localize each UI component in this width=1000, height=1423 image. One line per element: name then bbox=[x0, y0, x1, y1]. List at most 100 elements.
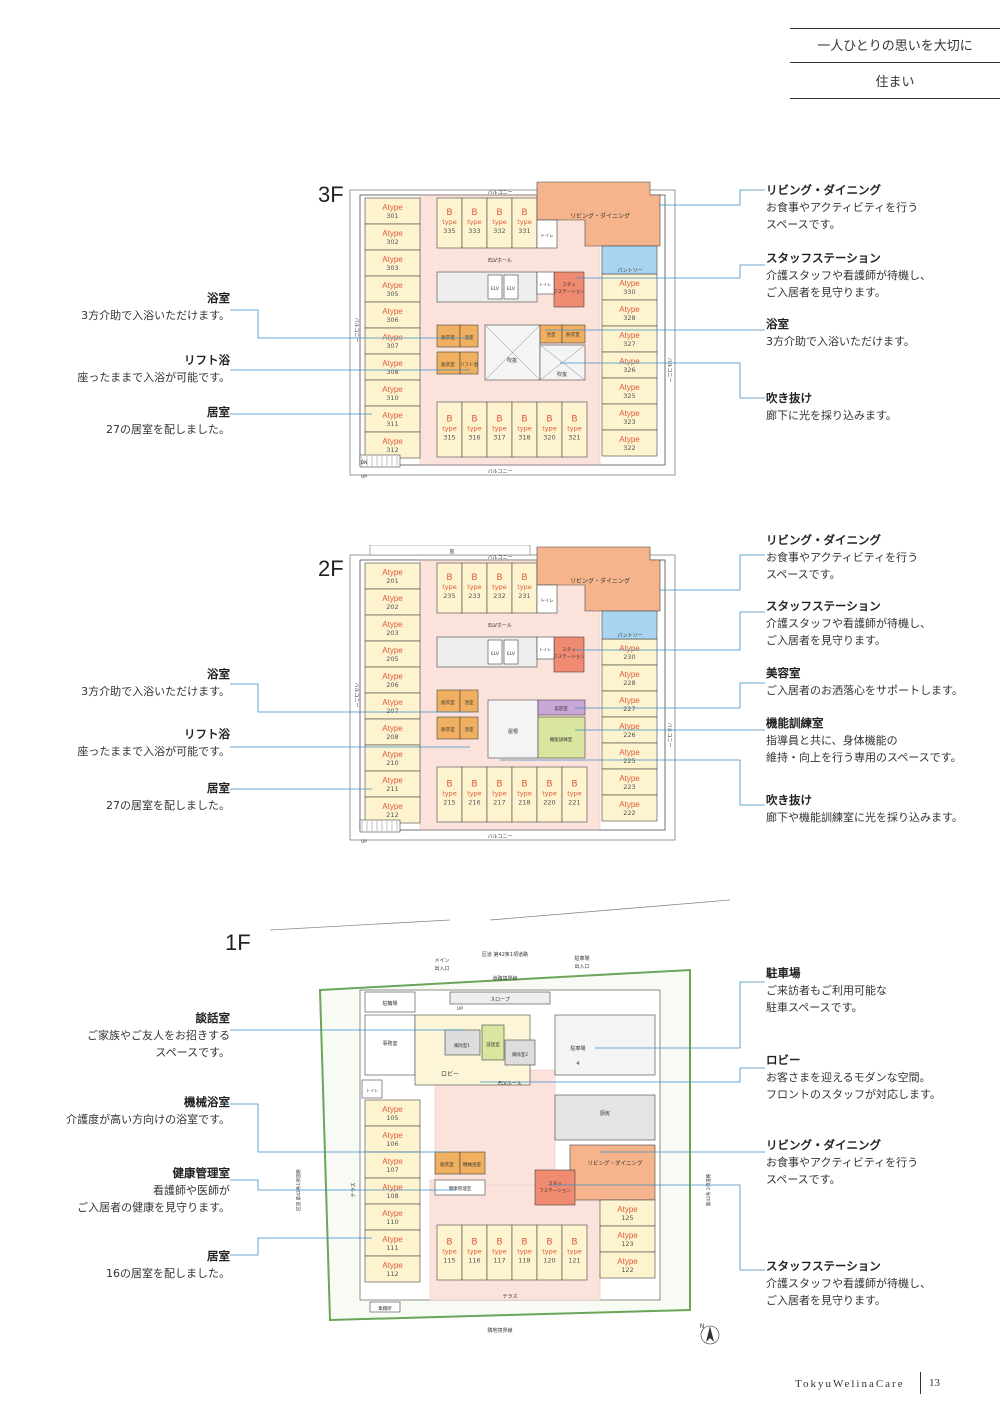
elevator bbox=[503, 274, 519, 300]
room-number: 203 bbox=[386, 629, 398, 637]
bath-label: 浴室 bbox=[547, 331, 556, 338]
b-type-word: type bbox=[517, 1248, 532, 1256]
toilet-label: トイレ bbox=[539, 647, 551, 652]
a-type-room bbox=[364, 1177, 421, 1205]
b-type-word: type bbox=[542, 1248, 557, 1256]
room-number: 312 bbox=[386, 446, 398, 454]
a-type-room bbox=[601, 638, 658, 666]
room-number: 120 bbox=[543, 1257, 555, 1265]
callout-2f-living: リビング・ダイニング お食事やアクティビティを行う スペースです。 bbox=[766, 533, 919, 581]
b-type-letter: B bbox=[446, 573, 452, 583]
b-type-word: type bbox=[492, 790, 507, 798]
room-number: 331 bbox=[518, 227, 530, 235]
staff-label: フステーション bbox=[553, 289, 585, 295]
a-type-label: Atype bbox=[382, 568, 403, 577]
b-type-word: type bbox=[492, 1248, 507, 1256]
a-type-label: Atype bbox=[382, 307, 403, 316]
a-type-room bbox=[364, 796, 421, 824]
room-number: 108 bbox=[386, 1192, 398, 1200]
office-label: 事務室 bbox=[382, 1040, 397, 1047]
a-type-label: Atype bbox=[382, 750, 403, 759]
dressing-room bbox=[561, 324, 586, 344]
slope-label: スロープ bbox=[490, 997, 510, 1003]
callout-2f-bath: 浴室 3方介助で入浴いただけます。 bbox=[81, 667, 230, 698]
a-type-room bbox=[364, 562, 421, 590]
staff-label: スタッ bbox=[562, 646, 576, 653]
b-type-letter: B bbox=[521, 1238, 527, 1248]
staff-label: スタッ bbox=[562, 281, 576, 288]
a-type-room bbox=[364, 197, 421, 225]
dressing-label: 脱衣室 bbox=[441, 699, 455, 706]
balcony-label: バルコニー bbox=[488, 555, 513, 561]
b-type-word: type bbox=[442, 425, 457, 433]
a-type-label: Atype bbox=[619, 748, 640, 757]
dressing-label: 脱衣室 bbox=[441, 361, 455, 368]
a-type-label: Atype bbox=[619, 279, 640, 288]
room-number: 202 bbox=[386, 603, 398, 611]
a-type-room bbox=[364, 614, 421, 642]
room-number: 205 bbox=[386, 655, 398, 663]
elv-label: ELV bbox=[507, 651, 516, 657]
lobby-label: ロビー bbox=[441, 1070, 459, 1078]
room-number: 328 bbox=[623, 314, 635, 322]
room-number: 311 bbox=[386, 420, 398, 428]
a-type-label: Atype bbox=[382, 1235, 403, 1244]
b-type-word: type bbox=[442, 1248, 457, 1256]
neighbor-boundary-label: 隣地境界線 bbox=[487, 1327, 512, 1334]
elv-hall-label: ELVホール bbox=[488, 623, 512, 629]
pantry-label: パントリー bbox=[617, 268, 642, 274]
roof-eave bbox=[369, 545, 531, 556]
balcony-label: バルコニー bbox=[353, 318, 359, 343]
toilet-room bbox=[536, 636, 555, 660]
b-type-room bbox=[486, 562, 513, 614]
room-number: 325 bbox=[623, 392, 635, 400]
building-border bbox=[359, 559, 666, 831]
b-type-word: type bbox=[517, 425, 532, 433]
b-type-word: type bbox=[517, 218, 532, 226]
toilet-room bbox=[536, 584, 558, 614]
room-number: 106 bbox=[386, 1140, 398, 1148]
room-number: 222 bbox=[623, 809, 635, 817]
a-type-room bbox=[601, 299, 658, 327]
b-type-room bbox=[436, 562, 463, 614]
void-label: 吹抜 bbox=[507, 357, 517, 364]
room-number: 335 bbox=[443, 227, 455, 235]
a-type-label: Atype bbox=[382, 1105, 403, 1114]
room-number: 206 bbox=[386, 681, 398, 689]
b-type-letter: B bbox=[571, 780, 577, 790]
a-type-label: Atype bbox=[619, 800, 640, 809]
bath-room bbox=[459, 351, 479, 375]
a-type-label: Atype bbox=[619, 722, 640, 731]
b-type-word: type bbox=[467, 583, 482, 591]
room-number: 217 bbox=[493, 799, 505, 807]
b-type-letter: B bbox=[471, 780, 477, 790]
b-type-letter: B bbox=[446, 780, 452, 790]
a-type-label: Atype bbox=[617, 1205, 638, 1214]
mech-bath-label: 機械浴室 bbox=[463, 1161, 481, 1168]
room-number: 303 bbox=[386, 264, 398, 272]
entrance-label: 出入口 bbox=[434, 965, 449, 972]
elv-hall-label: ELVホール bbox=[498, 1081, 522, 1087]
pantry bbox=[601, 245, 658, 275]
garbage-label: 集積所 bbox=[378, 1305, 392, 1312]
b-type-room bbox=[436, 401, 463, 458]
callout-3f-staff: スタッフステーション 介護スタッフや看護師が待機し、 ご入居者を見守ります。 bbox=[766, 251, 931, 299]
room-number: 105 bbox=[386, 1114, 398, 1122]
a-type-room bbox=[601, 429, 658, 457]
callout-3f-bath: 浴室 3方介助で入浴いただけます。 bbox=[81, 291, 230, 322]
a-type-room bbox=[364, 1229, 421, 1257]
dn-label: DN bbox=[361, 460, 368, 466]
elv-label: ELV bbox=[491, 651, 500, 657]
b-type-letter: B bbox=[446, 208, 452, 218]
callout-2f-rooms: 居室 27の居室を配しました。 bbox=[106, 781, 230, 812]
room-number: 227 bbox=[623, 705, 635, 713]
dressing-label: 脱衣室 bbox=[441, 726, 455, 733]
pantry bbox=[601, 610, 658, 640]
entrance-label: 出入口 bbox=[574, 963, 589, 970]
staff-station bbox=[553, 636, 585, 673]
a-type-label: Atype bbox=[382, 698, 403, 707]
core-area bbox=[436, 636, 538, 668]
a-type-room bbox=[599, 1225, 656, 1253]
b-type-room bbox=[511, 401, 538, 458]
room-number: 305 bbox=[386, 290, 398, 298]
